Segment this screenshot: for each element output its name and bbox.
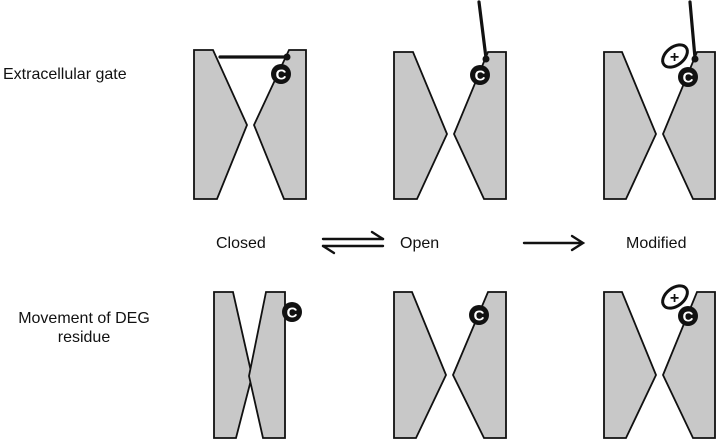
top-open-tether [477, 0, 488, 60]
positive-charge-label: + [670, 290, 679, 307]
positive-reagent-icon [661, 284, 689, 310]
state-label-modified: Modified [626, 235, 687, 252]
row-label-deg-line1: Movement of DEG [18, 310, 150, 327]
cysteine-icon [678, 306, 698, 326]
top-closed-cysteine: C [271, 64, 291, 84]
bottom-open-left-subunit [393, 291, 447, 439]
cysteine-icon [271, 64, 291, 84]
top-modified-cysteine: C [678, 67, 698, 87]
top-closed-tether-anchor [283, 53, 291, 61]
positive-reagent-icon [661, 43, 689, 69]
bottom-modified-right-subunit [662, 291, 716, 439]
cysteine-label: C [287, 305, 298, 322]
cysteine-icon [469, 305, 489, 325]
equilibrium-arrow [321, 230, 385, 255]
bottom-modified-cysteine: C [678, 306, 698, 326]
top-open-channel: C [393, 0, 507, 200]
bottom-open-cysteine: C [469, 305, 489, 325]
bottom-modified-channel: + C [603, 284, 716, 439]
bottom-open-right-subunit [452, 291, 507, 439]
cysteine-label: C [683, 309, 694, 326]
top-closed-right-subunit [253, 49, 307, 200]
bottom-closed-right-subunit [248, 291, 286, 439]
cysteine-icon [470, 65, 490, 85]
top-modified-channel: + C [603, 0, 716, 200]
bottom-closed-channel: C [213, 291, 302, 439]
top-modified-left-subunit [603, 51, 657, 200]
bottom-open-channel: C [393, 291, 507, 439]
cysteine-icon [282, 302, 302, 322]
state-label-open: Open [400, 235, 440, 252]
bottom-modified-left-subunit [603, 291, 657, 439]
cysteine-label: C [276, 67, 287, 84]
top-modified-tether [688, 0, 697, 60]
top-closed-left-subunit [193, 49, 248, 200]
cysteine-label: C [475, 68, 486, 85]
top-closed-channel: C [193, 49, 307, 200]
positive-charge-label: + [670, 49, 679, 66]
row-label-deg-movement: Movement of DEG residue [2, 309, 166, 347]
bottom-closed-cysteine: C [282, 302, 302, 322]
top-open-left-subunit [393, 51, 448, 200]
bottom-closed-left-subunit [213, 291, 253, 439]
top-open-tether-anchor [482, 55, 490, 63]
row-label-deg-line2: residue [57, 329, 111, 346]
row-label-extracellular-gate: Extracellular gate [3, 66, 127, 83]
top-open-cysteine: C [470, 65, 490, 85]
cysteine-label: C [474, 308, 485, 325]
top-modified-right-subunit [662, 51, 716, 200]
cysteine-label: C [683, 70, 694, 87]
bottom-modified-modifier: + [661, 284, 689, 310]
cysteine-icon [678, 67, 698, 87]
state-label-closed: Closed [216, 235, 266, 252]
top-modified-tether-anchor [691, 55, 699, 63]
top-modified-modifier: + [661, 43, 689, 69]
top-open-right-subunit [453, 51, 507, 200]
forward-arrow [522, 234, 586, 252]
